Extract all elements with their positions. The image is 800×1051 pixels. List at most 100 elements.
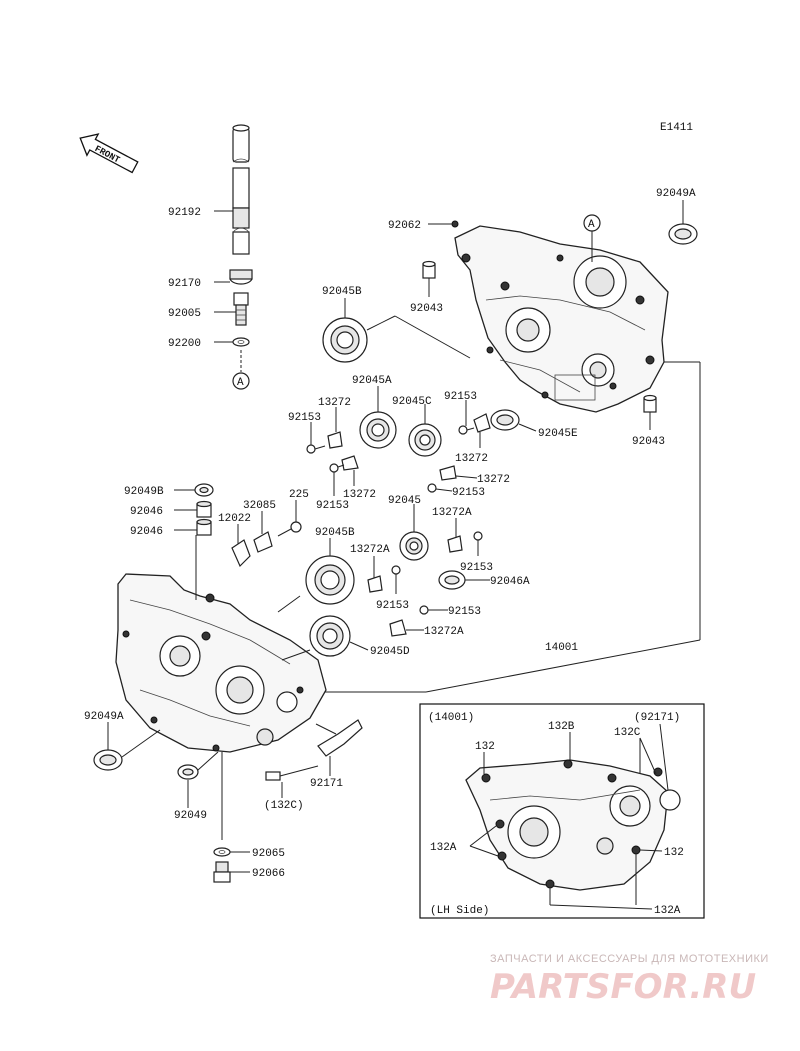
- oil-seal-92049a-top: [668, 223, 698, 245]
- left-crankcase: [115, 573, 327, 753]
- screw-92153-b: [458, 425, 475, 435]
- washer-92200: [232, 337, 250, 347]
- label-92045a: 92045A: [352, 375, 392, 387]
- bearing-92045d: [309, 615, 351, 657]
- bushing-92046-a: [196, 500, 212, 518]
- washer-92065: [213, 847, 231, 857]
- label-92045b-mid: 92045B: [315, 527, 355, 539]
- screw-92153-g: [419, 605, 429, 615]
- plate-13272-a: [327, 431, 343, 449]
- right-crankcase: [454, 225, 669, 413]
- bearing-92045a: [359, 411, 397, 449]
- label-92049a-low: 92049A: [84, 711, 124, 723]
- plate-13272-b: [473, 413, 491, 433]
- lever-92171: [317, 719, 363, 757]
- oil-seal-92049: [177, 764, 199, 780]
- bushing-92046-b: [196, 518, 212, 536]
- dowel-92043-right: [643, 394, 657, 413]
- label-92045e: 92045E: [538, 428, 578, 440]
- bearing-92045c: [408, 423, 442, 457]
- guide-32085: [253, 531, 273, 553]
- label-13272-a: 13272: [318, 397, 351, 409]
- label-13272a-c: 13272A: [424, 626, 464, 638]
- label-92200: 92200: [168, 338, 201, 350]
- oil-seal-92045e: [490, 409, 520, 431]
- screw-92153-a: [306, 444, 326, 454]
- label-13272a-b: 13272A: [350, 544, 390, 556]
- label-92046a: 92046A: [490, 576, 530, 588]
- svg-text:A: A: [588, 219, 595, 231]
- label-92045: 92045: [388, 495, 421, 507]
- plate-13272a-a: [447, 535, 463, 553]
- watermark-logo: PARTSFOR.RU: [490, 967, 756, 1007]
- bolt-92062: [451, 220, 459, 228]
- label-92062: 92062: [388, 220, 421, 232]
- label-92049: 92049: [174, 810, 207, 822]
- oil-seal-92049a-low: [93, 749, 123, 771]
- label-92153-f: 92153: [376, 600, 409, 612]
- inset-title: (14001): [428, 712, 474, 724]
- label-92171: 92171: [310, 778, 343, 790]
- label-92045c: 92045C: [392, 396, 432, 408]
- breather-hose: [232, 124, 250, 255]
- inset-label-132-top: 132: [475, 741, 495, 753]
- label-92065: 92065: [252, 848, 285, 860]
- label-13272a-a: 13272A: [432, 507, 472, 519]
- breather-fitting: [233, 292, 249, 326]
- inset-label-132a-bottom: 132A: [654, 905, 681, 917]
- bearing-92045b-mid: [305, 555, 355, 605]
- label-92046-a: 92046: [130, 506, 163, 518]
- hose-clamp: [229, 269, 253, 285]
- ref-marker-a-case: A: [583, 214, 601, 232]
- inset-label-132b: 132B: [548, 721, 575, 733]
- oil-seal-92049b: [194, 483, 214, 497]
- svg-text:A: A: [237, 377, 244, 389]
- plate-12022: [231, 539, 251, 568]
- label-32085: 32085: [243, 500, 276, 512]
- bearing-92045b-top: [322, 317, 368, 363]
- inset-label-132a-left: 132A: [430, 842, 457, 854]
- label-13272-d: 13272: [477, 474, 510, 486]
- ref-marker-a-left: A: [232, 372, 250, 390]
- label-92049a-top: 92049A: [656, 188, 696, 200]
- watermark-tagline: ЗАПЧАСТИ И АКСЕССУАРЫ ДЛЯ МОТОТЕХНИКИ: [490, 953, 769, 965]
- label-92153-b: 92153: [444, 391, 477, 403]
- screw-92153-e: [473, 531, 483, 556]
- label-92153-g: 92153: [448, 606, 481, 618]
- label-12022: 12022: [218, 513, 251, 525]
- label-92043-top: 92043: [410, 303, 443, 315]
- label-92153-a: 92153: [288, 412, 321, 424]
- bolt-132c: [265, 765, 319, 781]
- label-92005: 92005: [168, 308, 201, 320]
- plate-13272-d: [439, 465, 457, 481]
- inset-label-132-right: 132: [664, 847, 684, 859]
- screw-92153-f: [391, 565, 401, 594]
- screw-92153-d: [329, 463, 345, 473]
- label-92066: 92066: [252, 868, 285, 880]
- inset-side-note: (LH Side): [430, 905, 489, 917]
- label-92046-b: 92046: [130, 526, 163, 538]
- plate-13272a-b: [367, 575, 383, 593]
- label-92153-c: 92153: [452, 487, 485, 499]
- label-13272-b: 13272: [455, 453, 488, 465]
- label-92045d: 92045D: [370, 646, 410, 658]
- label-92153-e: 92153: [460, 562, 493, 574]
- screw-92153-c: [427, 483, 437, 493]
- dowel-92043-top: [422, 260, 436, 279]
- label-92170: 92170: [168, 278, 201, 290]
- screw-225: [277, 521, 302, 537]
- plate-13272-c: [341, 455, 359, 471]
- inset-label-132c: 132C: [614, 727, 641, 739]
- label-92192: 92192: [168, 207, 201, 219]
- label-92153-d: 92153: [316, 500, 349, 512]
- front-arrow-icon: FRONT: [79, 133, 139, 174]
- label-92045b-top: 92045B: [322, 286, 362, 298]
- label-92049b: 92049B: [124, 486, 164, 498]
- inset-ref-92171: (92171): [634, 712, 680, 724]
- label-225: 225: [289, 489, 309, 501]
- bearing-92045: [399, 531, 429, 561]
- label-14001: 14001: [545, 642, 578, 654]
- diagram-code: E1411: [660, 122, 693, 134]
